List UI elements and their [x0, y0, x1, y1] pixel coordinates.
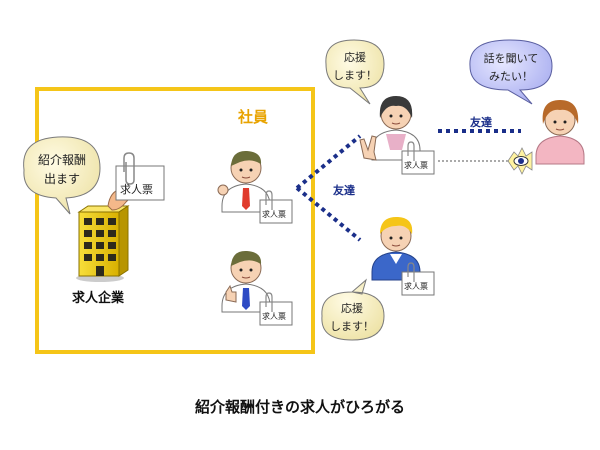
friend-label-right: 友達: [470, 115, 492, 129]
employees-label: 社員: [237, 108, 268, 126]
friend-links: [295, 129, 521, 242]
bubble-text-line1: 紹介報酬: [38, 153, 86, 167]
support-bubble-bottom: 応援 します！: [321, 278, 385, 341]
friend-label-upper: 友達: [333, 183, 355, 197]
ticket-label: 求人票: [262, 311, 286, 321]
eye-icon: [507, 147, 533, 175]
support-bubble-top: 応援 します！: [325, 39, 385, 105]
job-posting-ticket: 求人票: [401, 262, 435, 296]
listen-line2: みたい！: [489, 70, 533, 83]
listen-line1: 話を聞いて: [484, 51, 539, 65]
support-top-line2: します！: [333, 69, 377, 82]
job-posting-ticket: 求人票: [259, 190, 293, 224]
diagram-caption: 紹介報酬付きの求人がひろがる: [195, 398, 405, 416]
company-label: 求人企業: [72, 290, 125, 306]
paperclip-icon: [265, 292, 273, 312]
bubble-text-line2: 出ます: [44, 172, 80, 186]
link-to-lower-friend: [295, 186, 362, 242]
job-posting-ticket: 求人票: [401, 141, 435, 175]
company-frame: [35, 87, 315, 354]
company-building-icon: [76, 205, 130, 282]
support-bottom-line2: します！: [330, 320, 374, 333]
support-bottom-line1: 応援: [341, 301, 363, 315]
peace-hand-icon: [359, 135, 377, 161]
ticket-label: 求人票: [262, 209, 286, 219]
friend-avatar-man: [371, 216, 421, 281]
link-to-upper-friend: [295, 134, 362, 190]
support-top-line1: 応援: [344, 50, 366, 64]
ticket-label: 求人票: [404, 281, 428, 291]
paperclip-icon: [407, 262, 415, 282]
company-speech-bubble: 紹介報酬 出ます: [23, 136, 101, 215]
listen-bubble: 話を聞いて みたい！: [469, 39, 553, 105]
ticket-label-large: 求人票: [120, 183, 153, 196]
paperclip-icon: [123, 152, 135, 185]
prospect-avatar: [535, 100, 585, 165]
paperclip-icon: [265, 190, 273, 210]
paperclip-icon: [407, 141, 415, 161]
job-posting-ticket: 求人票: [259, 292, 293, 326]
job-posting-ticket-large: 求人票: [115, 152, 165, 201]
ticket-label: 求人票: [404, 160, 428, 170]
friend-avatar-woman: [359, 96, 421, 161]
